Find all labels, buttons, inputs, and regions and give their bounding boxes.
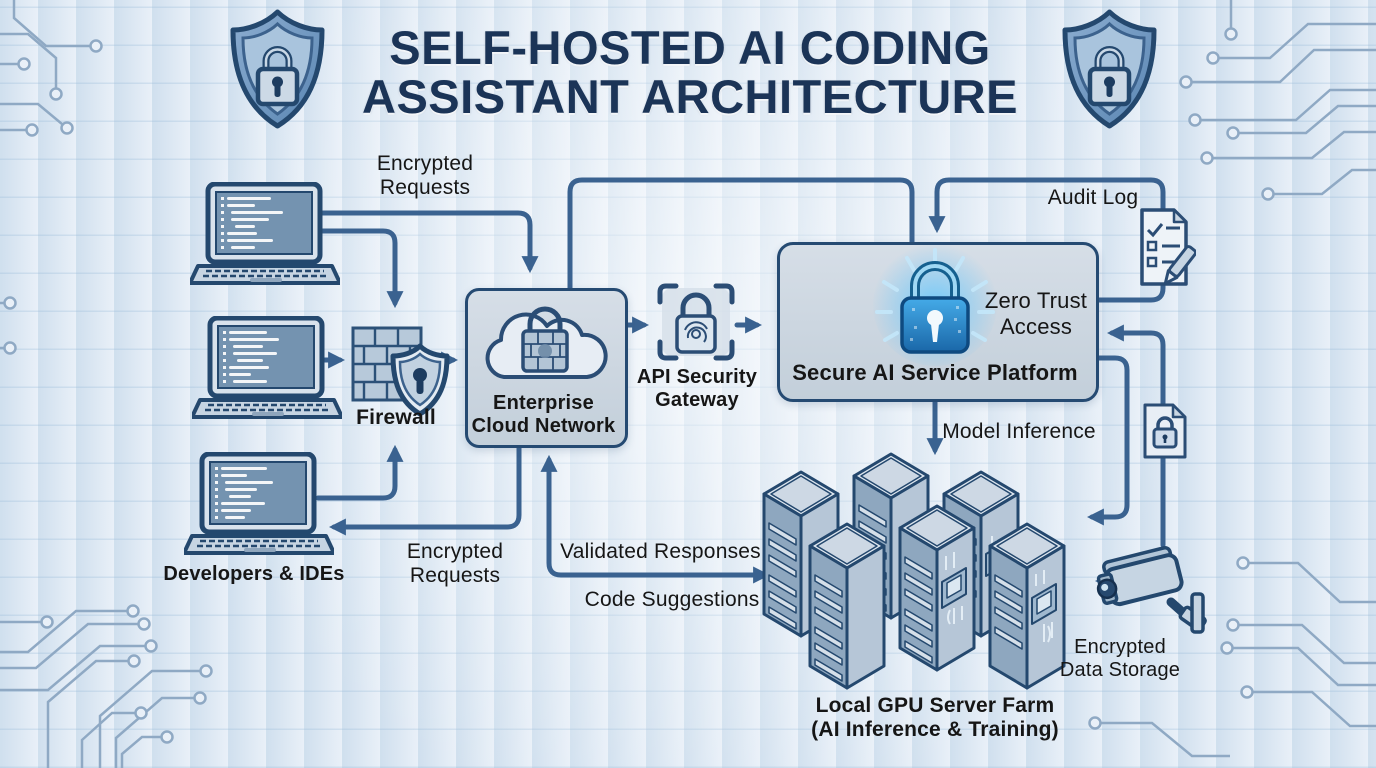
connector-lines <box>315 177 1166 590</box>
laptop-icon-3 <box>184 452 334 564</box>
firewall-label: Firewall <box>356 406 436 429</box>
developers-label: Developers & IDEs <box>163 563 345 585</box>
cloud-lock-icon <box>472 295 618 393</box>
glowing-lock-icon <box>870 242 1000 368</box>
arrow-laptop1-to-cloud-top <box>319 210 539 274</box>
firewall-icon <box>350 322 456 434</box>
shield-lock-icon-left <box>225 8 330 130</box>
arrow-storage-to-platform <box>1106 324 1166 548</box>
api-gateway-icon <box>652 278 740 366</box>
arrow-farm-cloud-responses <box>540 454 771 584</box>
page-title: SELF-HOSTED AI CODING ASSISTANT ARCHITEC… <box>362 21 1018 123</box>
encrypted-file-lock-icon <box>1140 402 1190 460</box>
flow-label-validated-responses: Validated Responses <box>560 540 761 563</box>
line-cloud-to-platform-top <box>567 177 915 291</box>
zero-trust-access-label: Zero Trust Access <box>984 288 1088 339</box>
api-gateway-label: API Security Gateway <box>636 366 758 412</box>
flow-label-model-inference: Model Inference <box>942 420 1096 443</box>
laptop-icon-1 <box>190 182 340 294</box>
flow-label-code-suggestions: Code Suggestions <box>584 588 760 611</box>
audit-log-label: Audit Log <box>1047 186 1139 209</box>
audit-log-loop <box>928 177 1166 303</box>
gpu-server-farm-icon <box>758 446 1098 696</box>
shield-lock-icon-right <box>1057 8 1162 130</box>
cloud-network-label: Enterprise Cloud Network <box>471 392 616 438</box>
gpu-farm-label: Local GPU Server Farm (AI Inference & Tr… <box>811 694 1059 742</box>
flow-label-encrypted-requests-bottom: Encrypted Requests <box>406 540 504 588</box>
storage-label: Encrypted Data Storage <box>1059 636 1181 682</box>
platform-label: Secure AI Service Platform <box>792 360 1078 385</box>
flow-label-encrypted-requests-top: Encrypted Requests <box>376 152 474 200</box>
arrow-laptop3-to-firewall-bottom <box>315 444 404 501</box>
arrow-platform-to-farm-right <box>1086 355 1130 526</box>
security-camera-icon <box>1095 542 1207 646</box>
laptop-icon-2 <box>192 316 342 428</box>
arrow-cloud-to-laptop3 <box>328 439 522 536</box>
arrow-laptop1-to-firewall-top <box>319 228 404 309</box>
enterprise-cloud-network-box: Enterprise Cloud Network <box>465 288 628 448</box>
audit-log-document-icon <box>1138 206 1196 298</box>
